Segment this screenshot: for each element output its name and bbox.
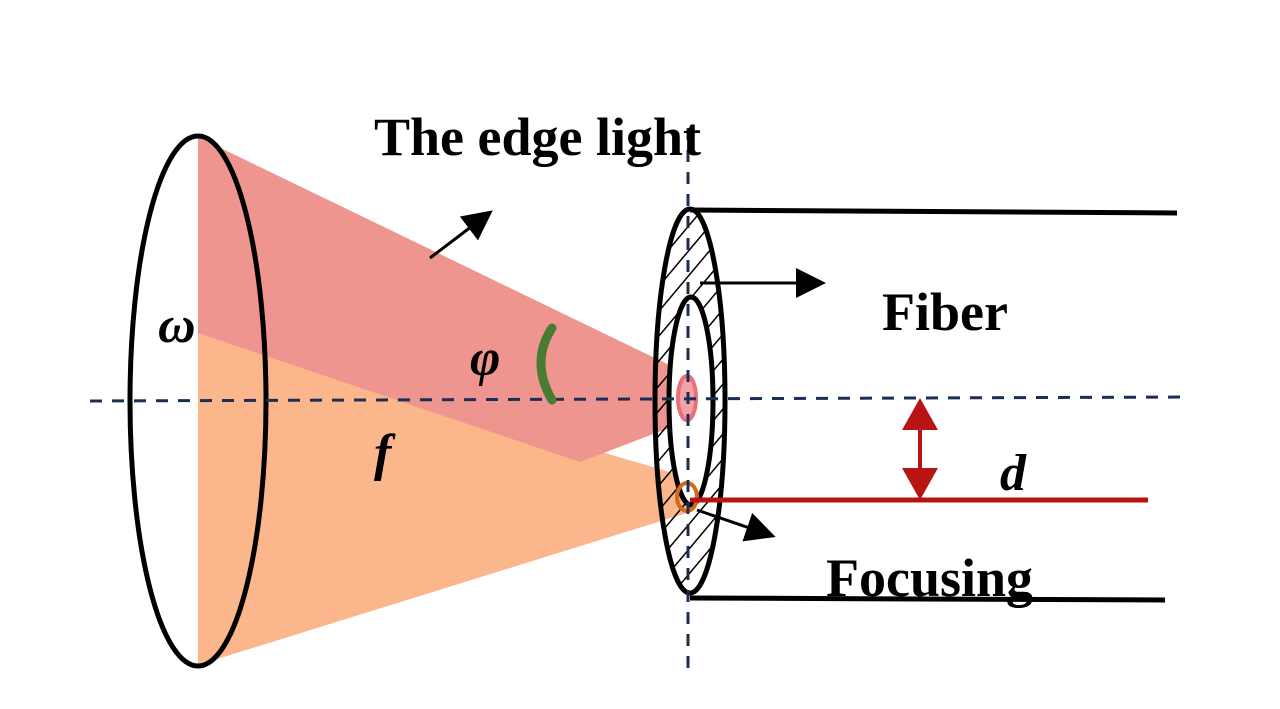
fiber-label: Fiber xyxy=(882,282,1008,342)
d-arrow-down-head xyxy=(902,468,938,500)
fiber-cladding-face xyxy=(655,209,725,593)
focusing-pointer-arrow xyxy=(696,508,776,542)
d-label: d xyxy=(1000,445,1027,502)
fiber-outer-ellipse xyxy=(652,206,728,596)
focusing-beam xyxy=(198,333,690,665)
edge-light-beam xyxy=(198,137,690,462)
edge-light-pointer-arrow xyxy=(429,210,493,260)
d-arrow-up-head xyxy=(902,398,938,430)
phi-angle-arc xyxy=(536,323,557,405)
edge-light-label: The edge light xyxy=(374,107,701,167)
lens-ellipse xyxy=(127,133,269,669)
fiber-top-line xyxy=(689,207,1178,216)
phi-label: φ xyxy=(470,330,500,387)
optical-axis xyxy=(89,395,1191,403)
f-label: f xyxy=(374,425,396,482)
focusing-label: Focusing xyxy=(826,548,1033,608)
fiber-bottom-line xyxy=(689,595,1166,603)
omega-label: ω xyxy=(158,297,196,354)
